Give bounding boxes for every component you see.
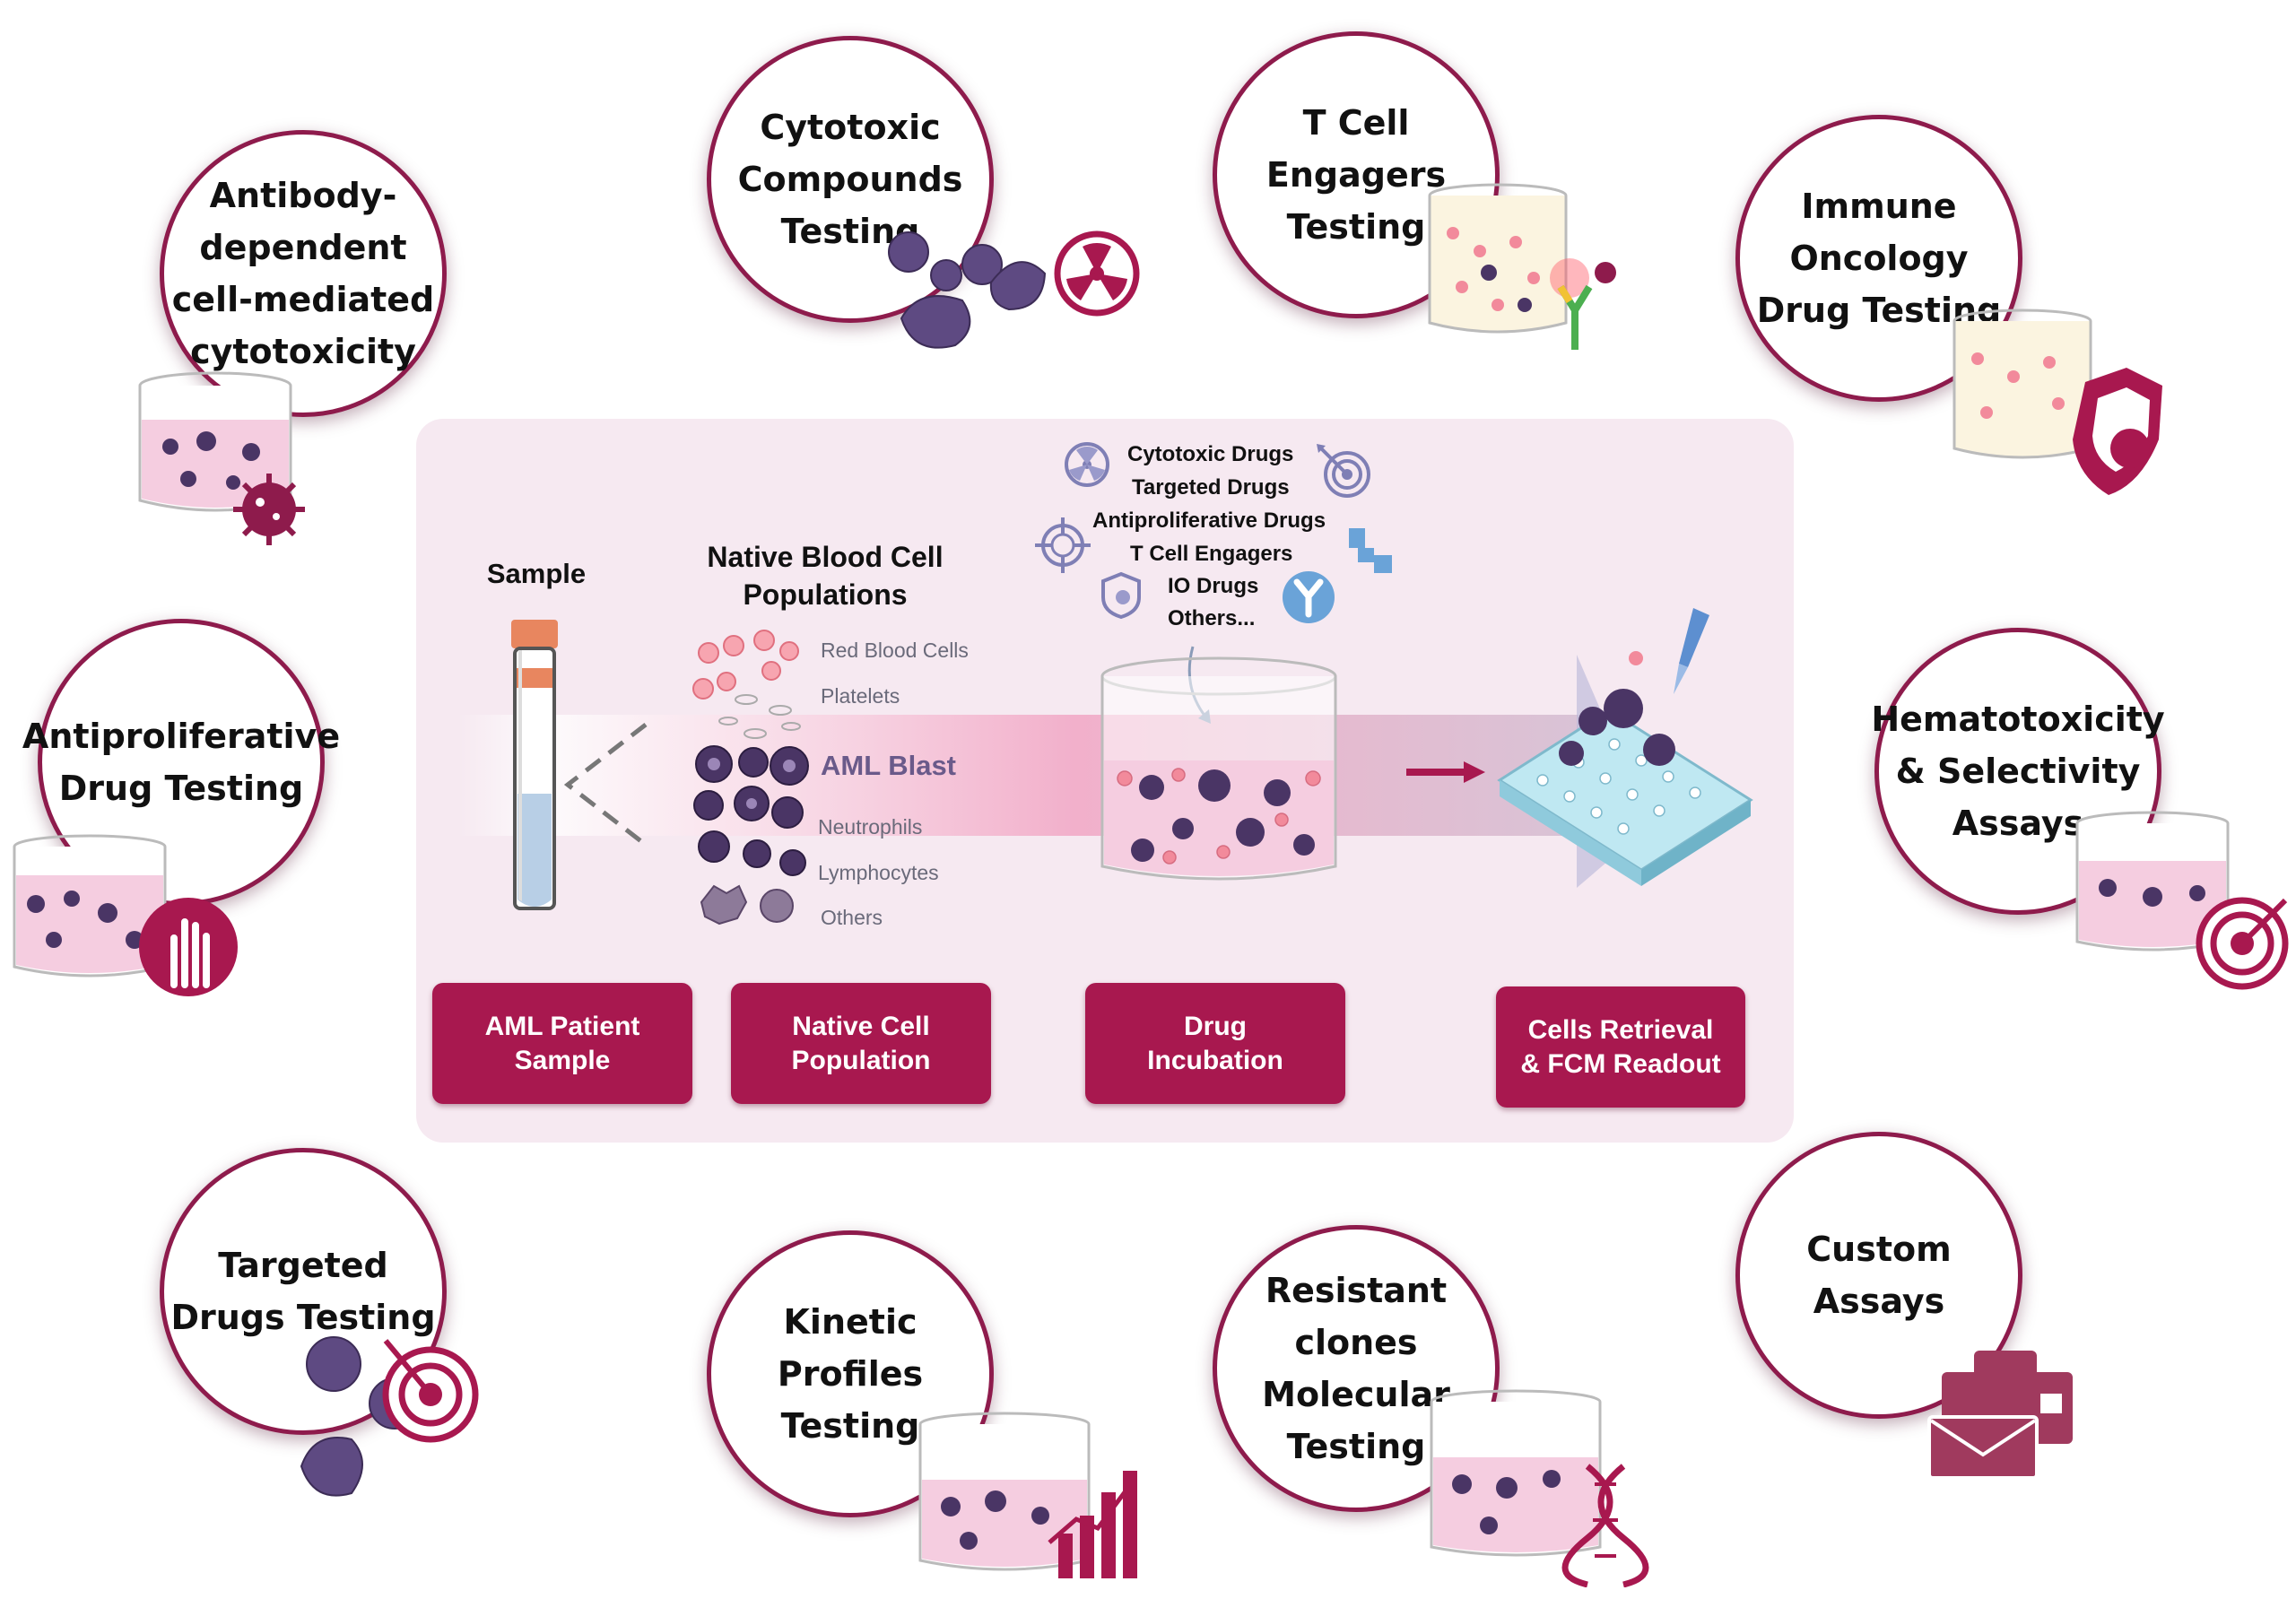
circle-resistant: Resistant clones Molecular Testing xyxy=(1213,1225,1500,1512)
step-aml-patient-sample: AML Patient Sample xyxy=(432,983,692,1104)
cell-type-red-blood-cells: Red Blood Cells xyxy=(821,639,969,662)
cell-type-lymphocytes: Lymphocytes xyxy=(818,861,939,884)
circle-antiproliferative-label: Antiproliferative Drug Testing xyxy=(22,717,341,808)
cell-type-aml-blast: AML Blast xyxy=(821,750,957,781)
immune-beaker-shield-icon xyxy=(1952,309,2162,495)
native-cells-illustration xyxy=(692,630,809,926)
incubation-beaker-icon xyxy=(1100,656,1337,881)
cell-type-others: Others xyxy=(821,906,883,929)
drug-targeted: Targeted Drugs xyxy=(1132,475,1290,500)
custom-briefcase-envelope-icon xyxy=(1927,1351,2073,1480)
adcc-beaker-virus-icon xyxy=(138,371,305,545)
step-native-cell-population: Native Cell Population xyxy=(731,983,991,1104)
blocks-icon xyxy=(1349,528,1392,573)
tcell-beaker-antibody-icon xyxy=(1428,183,1616,350)
process-arrow-icon xyxy=(1406,761,1485,783)
circle-adcc: Antibody- dependent cell-mediated cytoto… xyxy=(160,130,447,417)
drug-t-cell-engagers: T Cell Engagers xyxy=(1130,542,1293,566)
circle-adcc-label: Antibody- dependent cell-mediated cytoto… xyxy=(171,176,435,371)
hemato-beaker-target-icon xyxy=(2075,811,2289,990)
circle-cytotoxic-label: Cytotoxic Compounds Testing xyxy=(737,108,963,251)
workflow-gradient-band xyxy=(457,715,1578,836)
resistant-beaker-dna-icon xyxy=(1430,1389,1649,1587)
drug-others: Others... xyxy=(1168,606,1256,630)
antibody-icon xyxy=(1283,571,1335,623)
targeted-cells-target-icon xyxy=(300,1336,479,1497)
crosshair-icon xyxy=(1035,517,1091,573)
step-cells-retrieval-readout: Cells Retrieval & FCM Readout xyxy=(1496,986,1745,1108)
circle-custom-label: Custom Assays xyxy=(1806,1230,1952,1321)
radiation-icon xyxy=(1065,442,1109,487)
dashed-callout-lines xyxy=(563,723,648,847)
cell-type-neutrophils: Neutrophils xyxy=(818,815,923,839)
circle-hematotoxicity-label: Hematotoxicity & Selectivity Assays xyxy=(1871,700,2165,843)
sample-tube-icon xyxy=(511,620,558,910)
circle-targeted: Targeted Drugs Testing xyxy=(160,1148,447,1435)
cell-type-platelets: Platelets xyxy=(821,684,900,708)
circle-targeted-label: Targeted Drugs Testing xyxy=(170,1246,436,1337)
circle-cytotoxic: Cytotoxic Compounds Testing xyxy=(707,36,994,323)
cytotoxic-cells-radiation-icon xyxy=(888,230,1140,349)
circle-kinetic-label: Kinetic Profiles Testing xyxy=(777,1302,924,1446)
virus-shield-icon xyxy=(1101,571,1141,620)
step-drug-incubation: Drug Incubation xyxy=(1085,983,1345,1104)
native-populations-title: Native Blood Cell Populations xyxy=(707,541,944,611)
drug-io: IO Drugs xyxy=(1168,574,1259,598)
kinetic-beaker-chart-icon xyxy=(918,1412,1137,1578)
drug-antiproliferative: Antiproliferative Drugs xyxy=(1092,508,1326,533)
antiproliferative-beaker-hand-icon xyxy=(13,834,238,996)
circle-immune-label: Immune Oncology Drug Testing xyxy=(1756,187,2002,330)
circle-tcell-label: T Cell Engagers Testing xyxy=(1265,103,1447,247)
circle-immune: Immune Oncology Drug Testing xyxy=(1735,115,2022,402)
drug-cytotoxic: Cytotoxic Drugs xyxy=(1127,442,1294,466)
circle-resistant-label: Resistant clones Molecular Testing xyxy=(1262,1271,1450,1466)
target-arrow-icon xyxy=(1317,444,1370,498)
well-plate-icon xyxy=(1497,608,1753,888)
sample-label: Sample xyxy=(486,558,587,589)
